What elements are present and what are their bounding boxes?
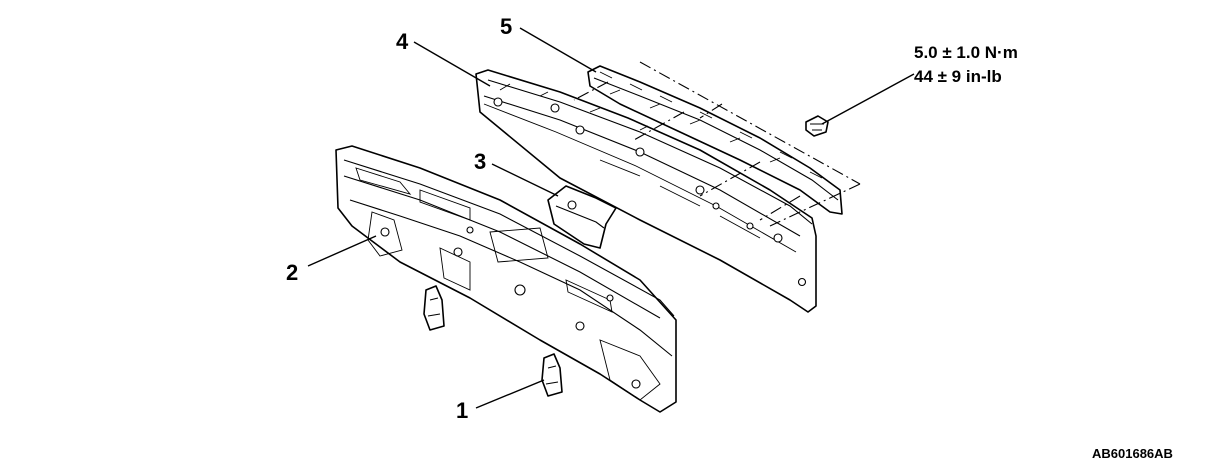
bolt-hole (550, 103, 560, 113)
callout-5: 5 (500, 14, 512, 39)
bolt-hole (773, 233, 783, 243)
part-1-bracket (423, 285, 563, 397)
alignment-lines (573, 61, 861, 227)
bolt-hole (493, 97, 503, 107)
callout-3: 3 (474, 149, 486, 174)
bolt-hole (466, 226, 474, 234)
torque-spec-metric: 5.0 ± 1.0 N·m (914, 43, 1018, 62)
figure-id: AB601686AB (1092, 446, 1173, 461)
callout-2: 2 (286, 260, 298, 285)
bolt-hole (453, 247, 463, 257)
bolt-hole (567, 200, 577, 210)
bolt-hole (695, 185, 705, 195)
bolt-hole (797, 277, 807, 287)
bolt-hole (631, 379, 641, 389)
part-4-upper-panel (475, 69, 817, 313)
bolt-hole (712, 202, 720, 210)
bolt-hole (575, 321, 585, 331)
bolt-hole (635, 147, 645, 157)
part-2-lower-panel (335, 145, 677, 413)
bolt-hole (746, 222, 754, 230)
part-3-bracket (547, 185, 617, 249)
bolt-hole (606, 294, 614, 302)
torque-spec-imperial: 44 ± 9 in-lb (914, 67, 1002, 86)
callout-4: 4 (396, 29, 409, 54)
clip-fastener (805, 115, 829, 137)
callout-1: 1 (456, 398, 468, 423)
bolt-hole (514, 284, 526, 296)
part-5-reinforcement (587, 65, 843, 215)
bolt-hole (380, 227, 390, 237)
bolt-hole (575, 125, 585, 135)
leader-lines (307, 27, 915, 409)
